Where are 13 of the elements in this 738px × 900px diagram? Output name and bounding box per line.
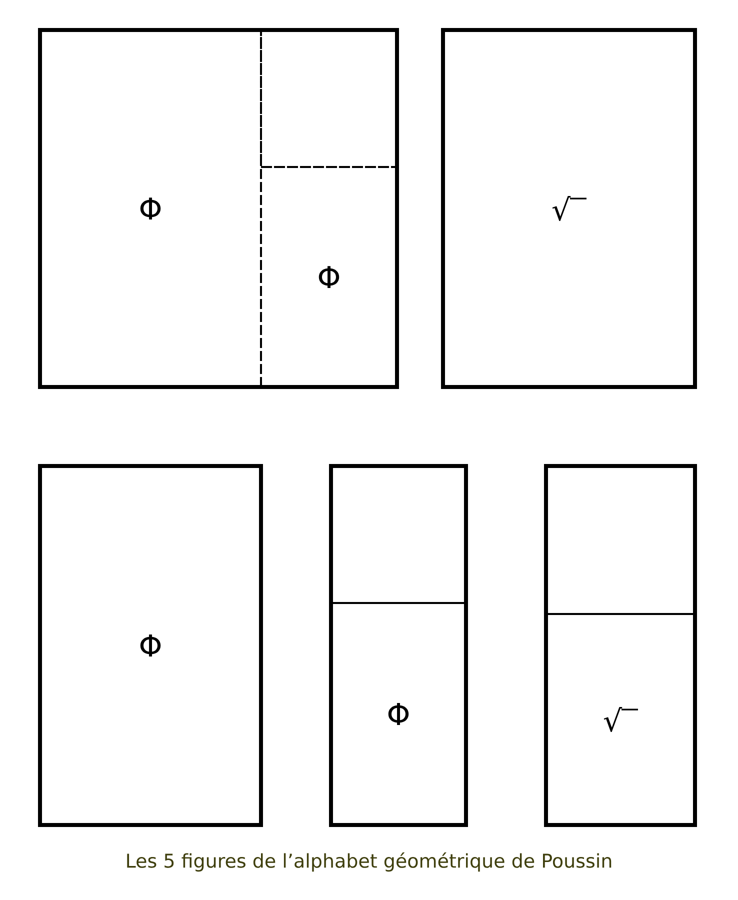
figure-region: Φ (260, 166, 398, 388)
caption: Les 5 figures de l’alphabet géométrique de Poussin (127, 852, 612, 872)
figure-frame (329, 464, 468, 827)
figure-frame: Φ (38, 464, 263, 827)
figure-region: Φ (39, 29, 262, 388)
figure-region: √ (545, 613, 696, 826)
figure-frame (544, 464, 697, 827)
figure-region (545, 465, 696, 615)
figure-region (260, 29, 398, 168)
figure-frame: √ (441, 28, 697, 389)
figure-region: Φ (330, 602, 467, 826)
figure-frame (38, 28, 399, 389)
figure-region (330, 465, 467, 604)
